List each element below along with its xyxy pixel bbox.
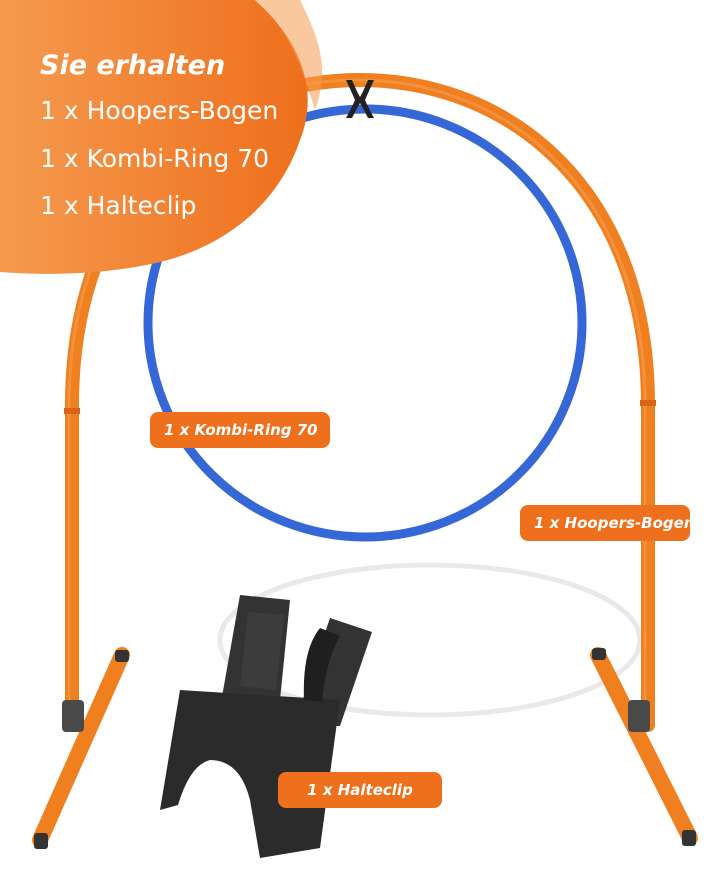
label-hoopers-bogen: 1 x Hoopers-Bogen: [520, 505, 695, 541]
info-panel-shape: [0, 0, 308, 274]
halteclip: [160, 595, 372, 858]
hoopers-bogen: [32, 72, 698, 849]
label-kombi-ring: 1 x Kombi-Ring 70: [150, 412, 330, 448]
floor-shadow: [217, 562, 643, 718]
panel-heading: Sie erhalten: [40, 50, 226, 81]
label-halteclip: 1 x Halteclip: [278, 772, 442, 808]
panel-item-ring: 1 x Kombi-Ring 70: [40, 144, 270, 173]
panel-item-clip: 1 x Halteclip: [40, 191, 197, 220]
top-clip: [346, 80, 374, 118]
panel-item-bogen: 1 x Hoopers-Bogen: [40, 96, 279, 125]
